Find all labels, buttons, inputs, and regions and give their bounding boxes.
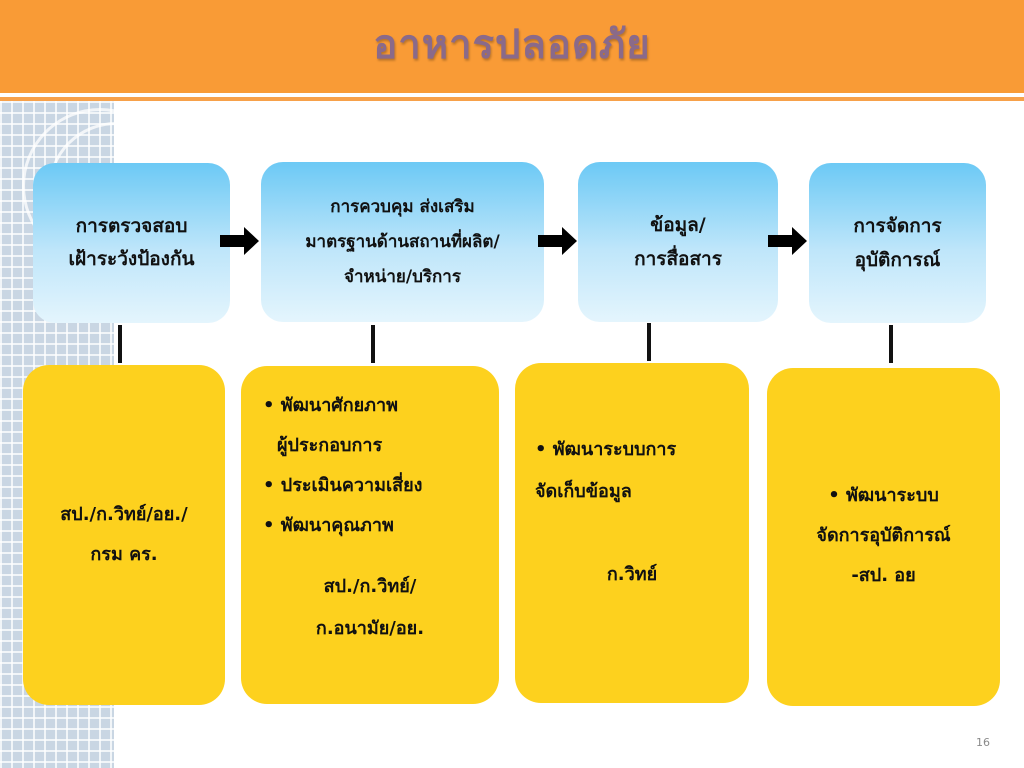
- detail-box-surveillance: สป./ก.วิทย์/อย./ กรม คร.: [23, 365, 225, 705]
- stage-text: การตรวจสอบ: [75, 215, 188, 237]
- page-title: อาหารปลอดภัย: [373, 22, 651, 68]
- stage-text: เฝ้าระวังป้องกัน: [68, 248, 195, 270]
- stage-box-surveillance: การตรวจสอบ เฝ้าระวังป้องกัน: [33, 163, 230, 323]
- agency-text: ก.วิทย์: [606, 564, 658, 585]
- stage-box-incident: การจัดการ อุบัติการณ์: [809, 163, 986, 323]
- connector-line: [889, 325, 893, 363]
- arrow-right-icon: [220, 227, 259, 255]
- agency-text: สป./ก.วิทย์/อย./: [60, 504, 188, 525]
- connector-line: [647, 323, 651, 361]
- stage-text: อุบัติการณ์: [854, 249, 941, 271]
- detail-box-incident: • พัฒนาระบบ จัดการอุบัติการณ์ -สป. อย: [767, 368, 1000, 706]
- page-number: 16: [976, 736, 990, 749]
- stage-text: การสื่อสาร: [634, 248, 722, 270]
- bullet-item: • พัฒนาศักยภาพ: [263, 395, 399, 416]
- header-bar: [0, 0, 1024, 93]
- detail-box-control: • พัฒนาศักยภาพ ผู้ประกอบการ • ประเมินควา…: [241, 366, 499, 704]
- agency-text: สป./ก.วิทย์/: [323, 576, 417, 597]
- bullet-item: จัดการอุบัติการณ์: [816, 525, 951, 546]
- stage-text: มาตรฐานด้านสถานที่ผลิต/: [305, 231, 500, 252]
- bullet-item: • พัฒนาคุณภาพ: [263, 515, 394, 536]
- connector-line: [118, 325, 122, 363]
- arrow-right-icon: [538, 227, 577, 255]
- detail-box-information: • พัฒนาระบบการ จัดเก็บข้อมูล ก.วิทย์: [515, 363, 749, 703]
- stage-box-information: ข้อมูล/ การสื่อสาร: [578, 162, 778, 322]
- stage-text: การจัดการ: [853, 215, 942, 237]
- header-divider: [0, 97, 1024, 101]
- agency-text: กรม คร.: [90, 544, 158, 565]
- agency-text: ก.อนามัย/อย.: [315, 618, 425, 639]
- stage-box-control: การควบคุม ส่งเสริม มาตรฐานด้านสถานที่ผลิ…: [261, 162, 544, 322]
- bullet-item: ผู้ประกอบการ: [277, 435, 383, 456]
- bullet-item: • ประเมินความเสี่ยง: [263, 475, 423, 496]
- agency-text: -สป. อย: [851, 565, 916, 586]
- bullet-item: • พัฒนาระบบ: [828, 485, 939, 506]
- arrow-right-icon: [768, 227, 807, 255]
- bullet-item: • พัฒนาระบบการ: [535, 439, 677, 460]
- stage-text: ข้อมูล/: [650, 214, 706, 236]
- connector-line: [371, 325, 375, 363]
- stage-text: การควบคุม ส่งเสริม: [330, 196, 475, 217]
- stage-text: จำหน่าย/บริการ: [344, 266, 461, 287]
- bullet-item: จัดเก็บข้อมูล: [535, 481, 632, 502]
